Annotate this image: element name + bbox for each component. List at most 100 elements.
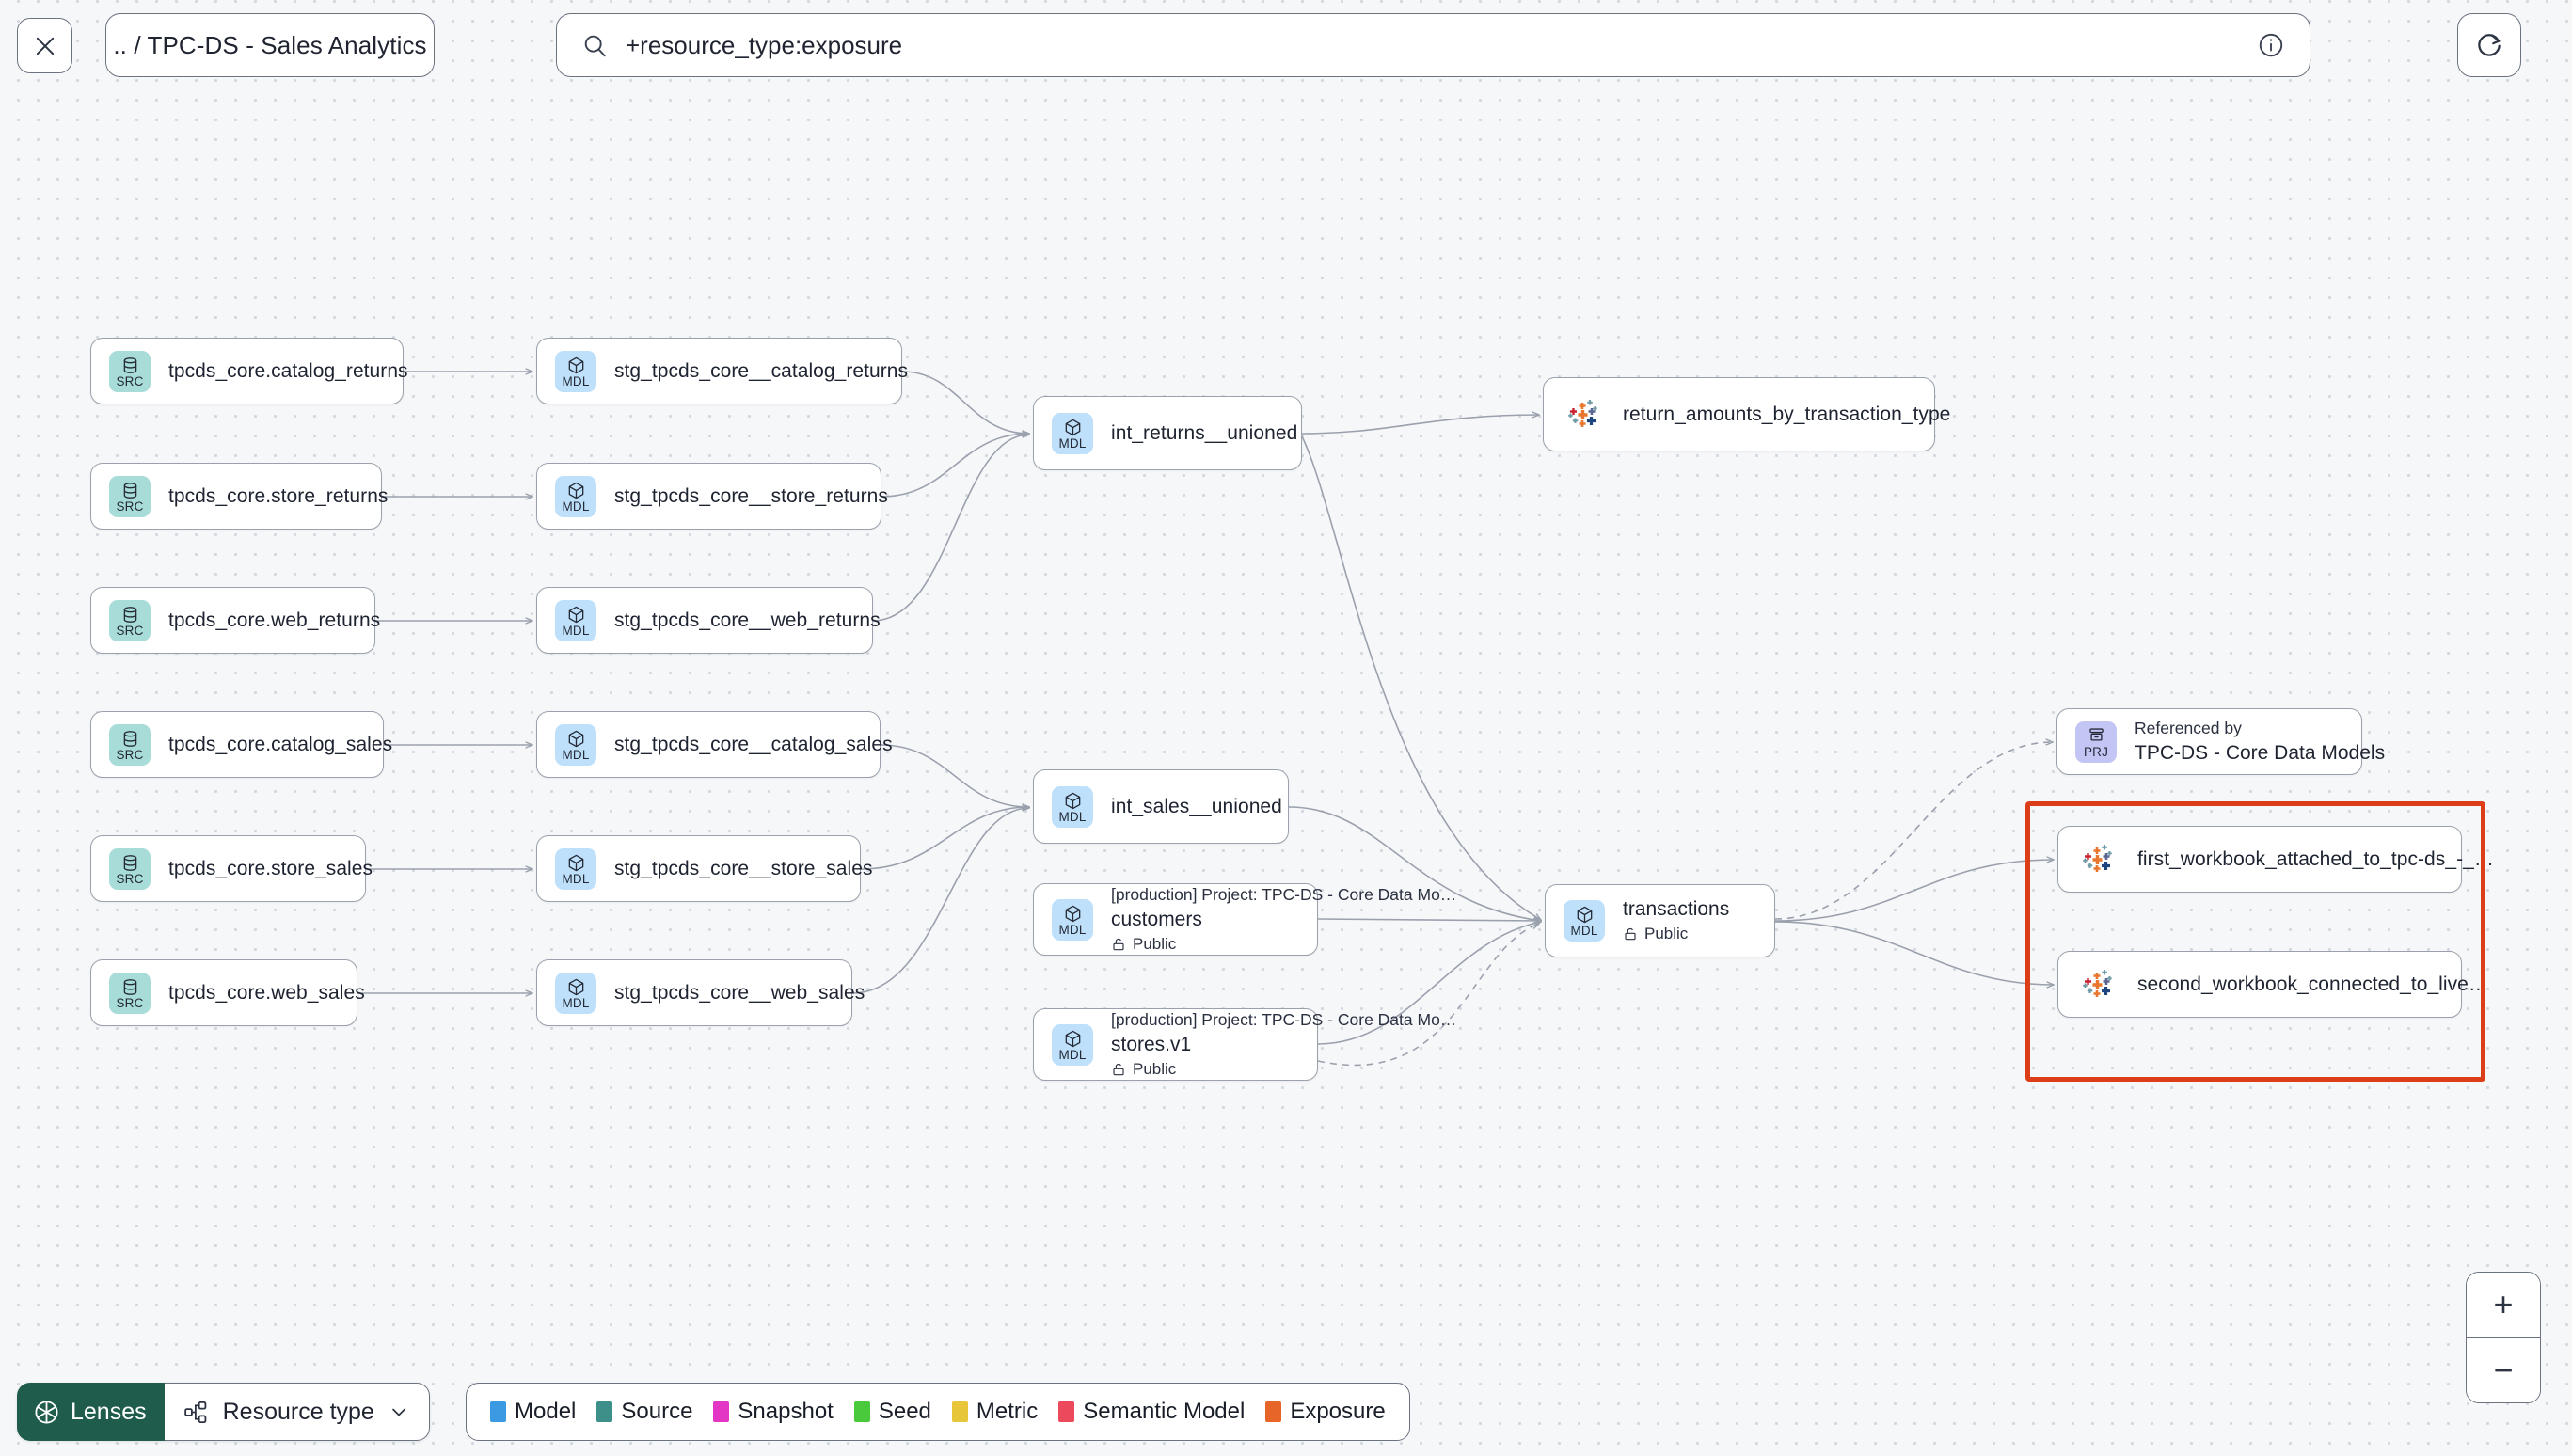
- legend-label: Seed: [878, 1399, 931, 1424]
- legend-item-exposure[interactable]: Exposure: [1265, 1399, 1386, 1425]
- database-icon: [123, 854, 136, 871]
- badge-label: SRC: [116, 499, 144, 514]
- node-access-label: Public: [1133, 1060, 1177, 1078]
- badge-label: MDL: [562, 995, 590, 1010]
- graph-node-source[interactable]: SRC tpcds_core.catalog_sales: [90, 711, 392, 778]
- node-label: stg_tpcds_core__web_sales: [614, 981, 865, 1004]
- badge-label: SRC: [116, 623, 144, 638]
- graph-node-model[interactable]: MDL [production] Project: TPC-DS - Core …: [1033, 883, 1456, 956]
- legend-swatch: [490, 1401, 506, 1422]
- resource-type-legend: Model Source Snapshot Seed Metric Semant…: [466, 1383, 1410, 1441]
- search-input[interactable]: +resource_type:exposure: [556, 13, 2310, 77]
- graph-node-exposure[interactable]: return_amounts_by_transaction_type: [1543, 377, 1950, 451]
- model-badge: MDL: [1052, 1023, 1093, 1066]
- unlock-icon: [1113, 938, 1124, 951]
- search-query-value: +resource_type:exposure: [626, 30, 903, 59]
- cube-icon: [1577, 906, 1592, 924]
- graph-node-model[interactable]: MDL int_sales__unioned: [1033, 769, 1289, 844]
- badge-label: SRC: [116, 995, 144, 1010]
- node-label: transactions: [1623, 898, 1730, 920]
- graph-node-model[interactable]: MDL stg_tpcds_core__web_returns: [536, 587, 881, 654]
- resource-type-dropdown[interactable]: Resource type: [164, 1383, 430, 1441]
- graph-node-source[interactable]: SRC tpcds_core.catalog_returns: [90, 338, 408, 404]
- zoom-in-button[interactable]: +: [2467, 1273, 2540, 1337]
- badge-label: MDL: [562, 373, 590, 388]
- node-label: tpcds_core.catalog_returns: [168, 359, 408, 382]
- legend-swatch: [1058, 1401, 1075, 1422]
- graph-node-exposure[interactable]: second_workbook_connected_to_live…: [2057, 951, 2488, 1018]
- node-label: return_amounts_by_transaction_type: [1623, 403, 1951, 425]
- node-label: stg_tpcds_core__web_returns: [614, 609, 881, 631]
- graph-node-project[interactable]: PRJ Referenced by TPC-DS - Core Data Mod…: [2056, 708, 2385, 775]
- graph-node-model[interactable]: MDL stg_tpcds_core__store_sales: [536, 835, 872, 902]
- cube-icon: [568, 978, 583, 995]
- graph-node-source[interactable]: SRC tpcds_core.web_sales: [90, 959, 365, 1026]
- close-button[interactable]: [17, 18, 72, 73]
- lenses-button[interactable]: Lenses: [17, 1383, 165, 1441]
- node-label: first_workbook_attached_to_tpc-ds_-_…: [2137, 847, 2494, 870]
- node-label: int_sales__unioned: [1111, 795, 1282, 817]
- model-badge: MDL: [555, 847, 596, 890]
- refresh-button[interactable]: [2457, 13, 2521, 77]
- graph-node-source[interactable]: SRC tpcds_core.store_sales: [90, 835, 373, 902]
- legend-swatch: [596, 1401, 613, 1422]
- cube-icon: [568, 356, 583, 373]
- unlock-icon: [1113, 1063, 1124, 1076]
- legend-item-source[interactable]: Source: [596, 1399, 692, 1425]
- node-label: stg_tpcds_core__store_sales: [614, 857, 873, 879]
- graph-node-model[interactable]: MDL stg_tpcds_core__store_returns: [536, 463, 888, 530]
- legend-item-semantic-model[interactable]: Semantic Model: [1058, 1399, 1245, 1425]
- graph-node-model[interactable]: MDL [production] Project: TPC-DS - Core …: [1033, 1008, 1457, 1081]
- node-project-label: [production] Project: TPC-DS - Core Data…: [1111, 1010, 1457, 1029]
- lenses-label: Lenses: [71, 1398, 147, 1425]
- source-badge: SRC: [109, 599, 151, 641]
- node-label: customers: [1111, 909, 1202, 930]
- breadcrumb[interactable]: .. / TPC-DS - Sales Analytics: [105, 13, 435, 77]
- badge-label: MDL: [1058, 435, 1087, 451]
- source-badge: SRC: [109, 847, 151, 890]
- node-label: second_workbook_connected_to_live…: [2137, 973, 2488, 995]
- zoom-controls: + −: [2466, 1272, 2541, 1403]
- badge-label: MDL: [562, 499, 590, 514]
- node-label: tpcds_core.store_returns: [168, 484, 389, 507]
- cube-icon: [1065, 905, 1080, 922]
- node-access-label: Public: [1644, 925, 1689, 942]
- legend-item-seed[interactable]: Seed: [853, 1399, 931, 1425]
- legend-item-metric[interactable]: Metric: [951, 1399, 1038, 1425]
- zoom-out-button[interactable]: −: [2467, 1337, 2540, 1402]
- legend-item-snapshot[interactable]: Snapshot: [713, 1399, 834, 1425]
- info-circle-icon[interactable]: [2257, 31, 2285, 59]
- cube-icon: [1065, 419, 1080, 435]
- node-label: stg_tpcds_core__catalog_sales: [614, 733, 893, 755]
- graph-node-model[interactable]: MDL transactions Public: [1545, 884, 1775, 957]
- node-access-meta: Public: [1111, 1060, 1317, 1079]
- graph-node-exposure[interactable]: first_workbook_attached_to_tpc-ds_-_…: [2057, 826, 2494, 893]
- legend-label: Semantic Model: [1083, 1399, 1246, 1424]
- legend-label: Source: [621, 1399, 693, 1424]
- graph-node-model[interactable]: MDL stg_tpcds_core__catalog_returns: [536, 338, 908, 404]
- badge-label: MDL: [562, 623, 590, 638]
- model-badge: MDL: [555, 475, 596, 517]
- graph-node-model[interactable]: MDL stg_tpcds_core__catalog_sales: [536, 711, 893, 778]
- graph-node-source[interactable]: SRC tpcds_core.store_returns: [90, 463, 388, 530]
- badge-label: SRC: [116, 747, 144, 762]
- close-icon: [36, 37, 54, 55]
- legend-label: Exposure: [1290, 1399, 1386, 1424]
- model-badge: MDL: [1052, 412, 1093, 454]
- bottom-toolbar: Lenses Resource type Model: [0, 1362, 2572, 1456]
- graph-node-model[interactable]: MDL int_returns__unioned: [1033, 396, 1302, 470]
- graph-node-model[interactable]: MDL stg_tpcds_core__web_sales: [536, 959, 865, 1026]
- badge-label: SRC: [116, 373, 144, 388]
- badge-label: MDL: [562, 747, 590, 762]
- legend-item-model[interactable]: Model: [490, 1399, 576, 1425]
- database-icon: [123, 978, 136, 995]
- top-toolbar: .. / TPC-DS - Sales Analytics +resource_…: [0, 0, 2572, 110]
- cube-icon: [568, 606, 583, 623]
- node-label: stg_tpcds_core__catalog_returns: [614, 359, 909, 382]
- cube-icon: [1065, 792, 1080, 809]
- graph-node-source[interactable]: SRC tpcds_core.web_returns: [90, 587, 380, 654]
- badge-label: MDL: [1570, 924, 1598, 938]
- archive-box-icon: [2088, 727, 2104, 741]
